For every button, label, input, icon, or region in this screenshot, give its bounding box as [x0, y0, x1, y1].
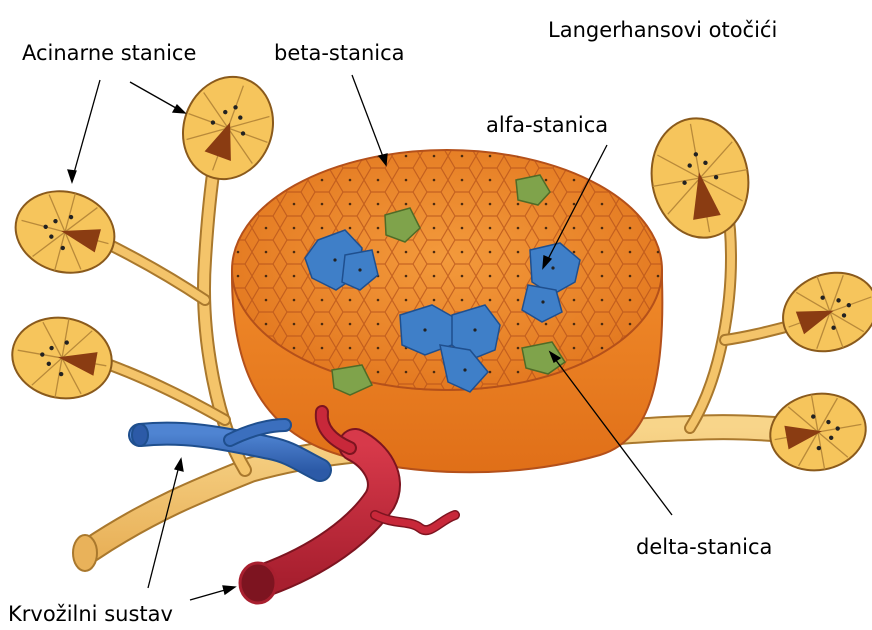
- acinus-right-middle: [772, 260, 872, 364]
- label-delta-cell: delta-stanica: [636, 535, 772, 559]
- islet-of-langerhans: [232, 150, 662, 472]
- label-alpha-cell: alfa-stanica: [486, 113, 608, 137]
- arrow-acinar-1: [72, 80, 100, 180]
- arrow-beta: [352, 75, 385, 162]
- acinus-right-top: [642, 111, 757, 246]
- acinus-upper: [169, 64, 287, 192]
- duct-opening: [73, 535, 97, 571]
- label-beta-cell: beta-stanica: [274, 41, 405, 65]
- artery-opening: [240, 563, 276, 603]
- acinus-right-bottom: [764, 386, 872, 478]
- acinus-left-top: [6, 180, 123, 283]
- vein-opening: [132, 424, 148, 446]
- label-vascular-system: Krvožilni sustav: [8, 602, 173, 626]
- acinus-left-bottom: [6, 310, 118, 406]
- label-acinar-cells: Acinarne stanice: [22, 41, 196, 65]
- diagram-title: Langerhansovi otočići: [548, 18, 777, 42]
